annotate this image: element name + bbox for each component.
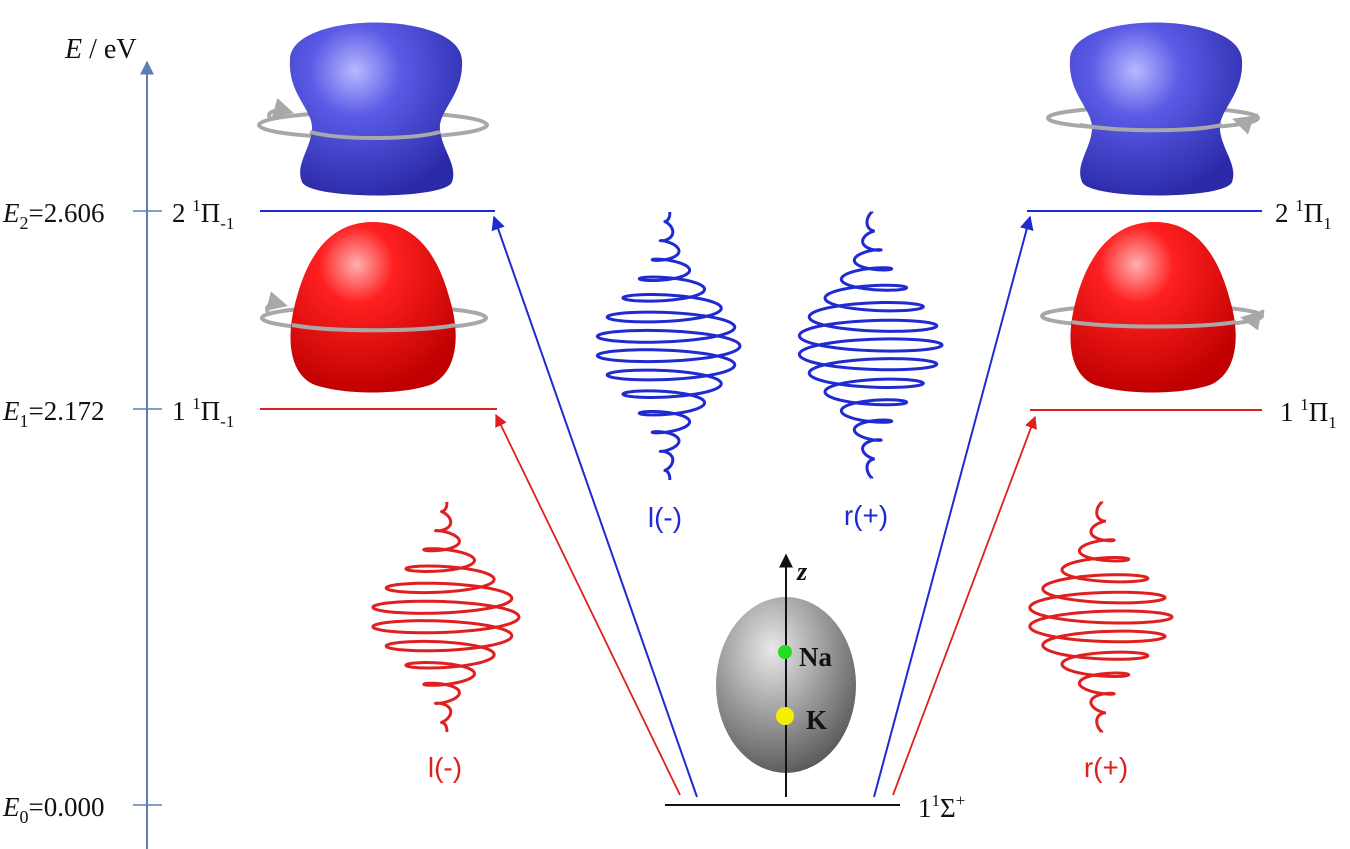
orbital-red-right [1040,222,1265,393]
state-label-left-lower: 1 1Π-1 [172,394,234,431]
pulse-label-red-right: r(+) [1084,752,1128,783]
state-label-right-upper: 2 1Π1 [1275,196,1332,233]
state-label-left-upper: 2 1Π-1 [172,196,234,233]
transition-blue-right [873,215,1034,798]
molecule-nak: z Na K [716,553,856,797]
pulse-red-right [1028,500,1174,734]
pulse-blue-right [797,211,944,479]
pulse-red-right-curve [1028,500,1174,734]
atom-k [776,707,794,725]
pulse-red-left-curve [371,501,521,733]
atom-na [778,645,792,659]
pulse-blue-right-curve [797,211,944,479]
energy-label-e1: E1=2.172 [2,396,104,431]
axis-label: E / eV [64,34,137,65]
atom-k-label: K [806,705,827,735]
orbital-blue-left [257,22,489,196]
energy-label-e2: E2=2.606 [2,198,104,233]
z-axis-label: z [796,557,808,586]
orbital-red-left [260,222,488,393]
orbital-blue-right [1046,22,1260,196]
transition-red-left [495,413,681,796]
transition-red-right [892,415,1037,796]
pulse-red-left [371,501,521,733]
pulse-blue-left-curve [595,211,742,481]
state-label-right-lower: 1 1Π1 [1280,395,1337,432]
state-label-ground: 11Σ+ [918,791,965,823]
pulse-blue-left [595,211,742,481]
transition-blue-left [491,215,698,798]
pulse-label-blue-left: l(-) [648,502,682,533]
pulse-label-red-left: l(-) [428,752,462,783]
energy-label-e0: E0=0.000 [2,792,104,827]
atom-na-label: Na [799,642,832,672]
pulse-label-blue-right: r(+) [844,500,888,531]
